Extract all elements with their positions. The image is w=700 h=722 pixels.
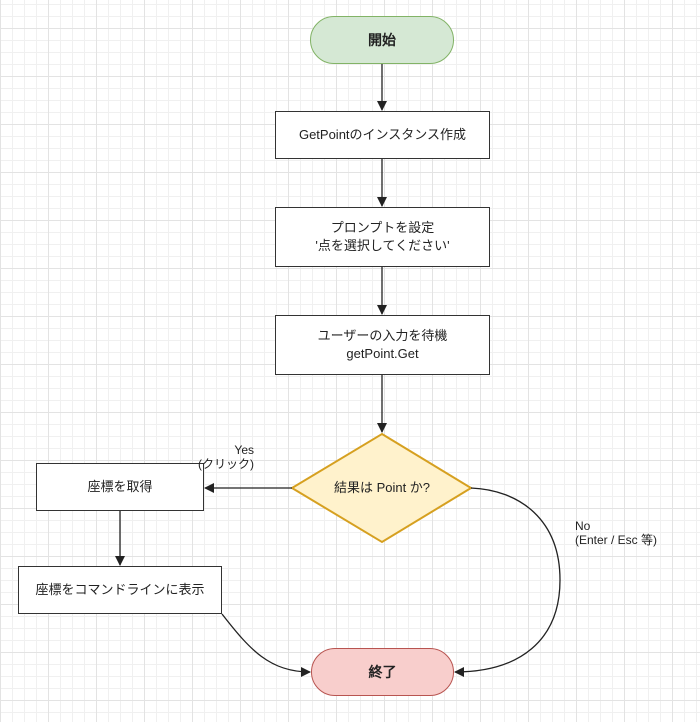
create-instance-node[interactable]: GetPointのインスタンス作成 bbox=[275, 111, 490, 159]
decision-label: 結果は Point か? bbox=[333, 480, 431, 495]
get-coords-label: 座標を取得 bbox=[87, 479, 153, 494]
wait-input-line1: ユーザーの入力を待機 bbox=[317, 328, 448, 343]
yes-edge-label: Yes (クリック) bbox=[190, 443, 254, 471]
no-label-line2: (Enter / Esc 等) bbox=[575, 533, 658, 547]
yes-label-line2: (クリック) bbox=[198, 457, 254, 471]
set-prompt-line2: '点を選択してください' bbox=[315, 238, 450, 253]
start-label: 開始 bbox=[368, 32, 396, 48]
end-label: 終了 bbox=[368, 664, 397, 680]
yes-label-line1: Yes bbox=[234, 443, 254, 457]
edge-show-to-end bbox=[221, 613, 311, 677]
get-coords-node[interactable]: 座標を取得 bbox=[36, 463, 204, 511]
no-edge-label: No (Enter / Esc 等) bbox=[575, 519, 657, 547]
set-prompt-node[interactable]: プロンプトを設定 '点を選択してください' bbox=[275, 207, 490, 267]
start-node[interactable]: 開始 bbox=[310, 16, 454, 64]
no-label-line1: No bbox=[575, 519, 591, 533]
create-instance-label: GetPointのインスタンス作成 bbox=[298, 127, 467, 142]
show-coords-label: 座標をコマンドラインに表示 bbox=[35, 582, 205, 597]
wait-input-node[interactable]: ユーザーの入力を待機 getPoint.Get bbox=[275, 315, 490, 375]
show-coords-node[interactable]: 座標をコマンドラインに表示 bbox=[18, 566, 222, 614]
wait-input-line2: getPoint.Get bbox=[346, 346, 419, 361]
edge-no bbox=[454, 487, 561, 677]
end-node[interactable]: 終了 bbox=[311, 648, 454, 696]
decision-diamond bbox=[290, 432, 473, 544]
set-prompt-line1: プロンプトを設定 bbox=[330, 220, 435, 235]
